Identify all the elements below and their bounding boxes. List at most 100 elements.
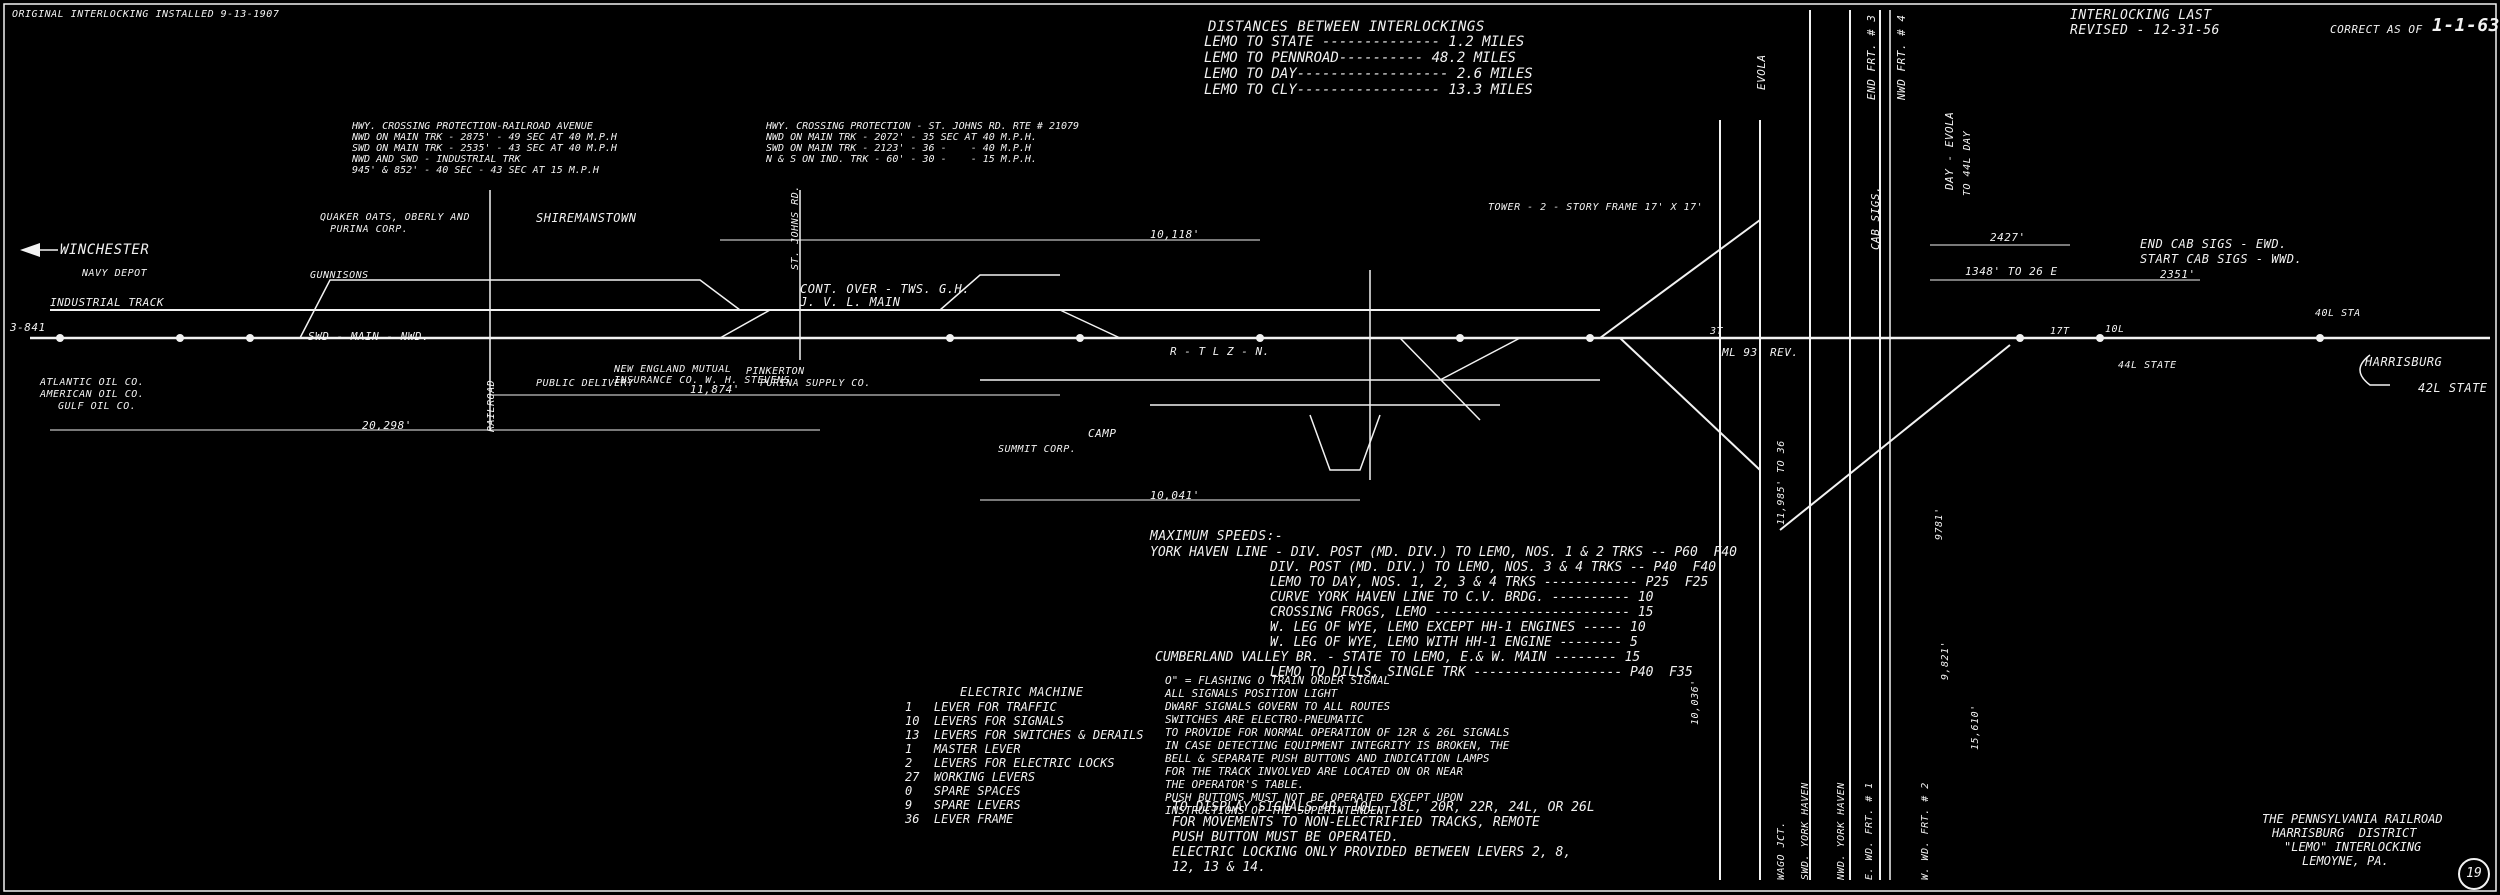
machine-row: 2 LEVERS FOR ELECTRIC LOCKS	[905, 756, 1115, 770]
locking-note-line2: 12, 13 & 14.	[1172, 860, 1266, 875]
place-name: LEMOYNE, PA.	[2302, 854, 2389, 868]
speed-row: CURVE YORK HAVEN LINE TO C.V. BRDG. ----…	[1270, 590, 1654, 605]
signal-mark	[1586, 334, 1594, 342]
harrisburg-loop	[2359, 354, 2390, 386]
rev-label: REV.	[1770, 346, 1799, 359]
nwd-york-haven-label: NWD. YORK HAVEN	[1836, 782, 1847, 880]
purina-label: PURINA CORP.	[330, 224, 409, 235]
interlocking-name: "LEMO" INTERLOCKING	[2284, 840, 2422, 854]
signal-mark	[1256, 334, 1264, 342]
end-cab-sigs-label: END CAB SIGS - EWD.	[2140, 237, 2287, 251]
original-install-note: ORIGINAL INTERLOCKING INSTALLED 9-13-190…	[12, 9, 280, 20]
dim-9821-label: 9,821'	[1940, 640, 1951, 680]
winchester-arrow-icon	[20, 243, 40, 257]
signal-18l-label: 10L	[2105, 324, 2125, 335]
distance-row: LEMO TO CLY----------------- 13.3 MILES	[1204, 82, 1533, 98]
crossing-row: NWD AND SWD - INDUSTRIAL TRK	[352, 154, 521, 165]
machine-row: 13 LEVERS FOR SWITCHES & DERAILS	[905, 728, 1144, 742]
new-england-mutual-label: NEW ENGLAND MUTUAL	[614, 364, 732, 375]
company-name: THE PENNSYLVANIA RAILROAD	[2262, 812, 2443, 826]
signal-notes: O" = FLASHING O TRAIN ORDER SIGNAL ALL S…	[1165, 674, 1509, 817]
note-row: ALL SIGNALS POSITION LIGHT	[1165, 687, 1338, 700]
distance-row: LEMO TO PENNROAD---------- 48.2 MILES	[1204, 50, 1516, 66]
signal-mark	[1456, 334, 1464, 342]
note-row: O" = FLASHING O TRAIN ORDER SIGNAL	[1165, 674, 1391, 687]
wago-jct-label: WAGO JCT.	[1776, 821, 1787, 880]
crossing-row: HWY. CROSSING PROTECTION - ST. JOHNS RD.…	[766, 121, 1080, 132]
branch-track-se-2	[1779, 344, 2011, 531]
crossover-1	[1399, 337, 1481, 421]
crossover-2	[1439, 337, 1521, 381]
dim-11985-label: 11,985' TO 36	[1776, 440, 1787, 525]
district-name: HARRISBURG DISTRICT	[2272, 826, 2417, 840]
branch-track-ne-1	[1599, 219, 1761, 339]
dim-15610-label: 15,610'	[1970, 704, 1981, 750]
electric-machine-list: 1 LEVER FOR TRAFFIC 10 LEVERS FOR SIGNAL…	[905, 700, 1143, 826]
industrial-track-label: INDUSTRIAL TRACK	[50, 296, 164, 309]
crossing-row: SWD ON MAIN TRK - 2123' - 36 - - 40 M.P.…	[766, 143, 1031, 154]
machine-row: 27 WORKING LEVERS	[905, 770, 1036, 784]
correct-as-of-date: 1-1-63	[2432, 15, 2500, 36]
end-frt-3-label: END FRT. # 3	[1865, 14, 1878, 100]
gulf-oil-label: GULF OIL CO.	[58, 401, 137, 412]
sheet-number: 19	[2458, 858, 2490, 890]
cab-sigs-label: CAB SIGS.	[1869, 185, 1882, 250]
swd-main-nwd-label: SWD - MAIN - NWD.	[308, 330, 430, 343]
signal-mark	[2096, 334, 2104, 342]
signal-mark	[2316, 334, 2324, 342]
display-note-line3: PUSH BUTTON MUST BE OPERATED.	[1172, 830, 1399, 845]
title-block: THE PENNSYLVANIA RAILROAD HARRISBURG DIS…	[2262, 812, 2443, 868]
branch-track-se-1	[1619, 337, 1761, 471]
signal-3t-label: 3T	[1710, 326, 1724, 337]
navy-depot-label: NAVY DEPOT	[82, 268, 148, 279]
note-row: BELL & SEPARATE PUSH BUTTONS AND INDICAT…	[1165, 752, 1490, 765]
industry-spur-2	[939, 274, 1060, 311]
machine-row: 10 LEVERS FOR SIGNALS	[905, 714, 1064, 728]
electric-locking-note: ELECTRIC LOCKING ONLY PROVIDED BETWEEN L…	[1172, 845, 1571, 875]
tower-label: TOWER - 2 - STORY FRAME 17' X 17'	[1488, 202, 1704, 213]
state-label: 42L STATE	[2418, 381, 2488, 395]
ewd-frt-1-label: E. WD. FRT. # 1	[1864, 782, 1875, 880]
note-row: THE OPERATOR'S TABLE.	[1165, 778, 1305, 791]
to-44l-day-label: TO 44L DAY	[1962, 130, 1973, 196]
dim-11874-label: 11,874'	[690, 383, 740, 396]
dim-2427-label: 2427'	[1990, 231, 2026, 244]
signal-mark	[246, 334, 254, 342]
crossover-4	[1059, 309, 1121, 339]
shiremanstown-label: SHIREMANSTOWN	[536, 211, 637, 225]
locking-note-line1: ELECTRIC LOCKING ONLY PROVIDED BETWEEN L…	[1172, 845, 1572, 860]
note-row: IN CASE DETECTING EQUIPMENT INTEGRITY IS…	[1165, 739, 1510, 752]
sheet-border	[3, 3, 2497, 892]
correct-as-of-label: CORRECT AS OF	[2330, 23, 2423, 36]
display-signals-note: TO DISPLAY SIGNALS 4R, 10L, 18L, 20R, 22…	[1172, 800, 1595, 845]
industry-spur-1	[299, 279, 741, 339]
note-row: TO PROVIDE FOR NORMAL OPERATION OF 12R &…	[1165, 726, 1510, 739]
crossing-row: 945' & 852' - 40 SEC - 43 SEC AT 15 M.P.…	[352, 165, 599, 176]
nwd-frt-4-label: NWD FRT. # 4	[1895, 14, 1908, 100]
wwd-frt-2-label: W. WD. FRT. # 2	[1920, 782, 1931, 880]
signal-marks	[56, 334, 2324, 342]
display-note-line1: TO DISPLAY SIGNALS 4R, 10L, 18L, 20R, 22…	[1172, 800, 1595, 815]
note-row: SWITCHES ARE ELECTRO-PNEUMATIC	[1165, 713, 1364, 726]
gunnisons-label: GUNNISONS	[310, 270, 369, 281]
max-speeds-title: MAXIMUM SPEEDS:-	[1150, 529, 1284, 544]
railroad-avenue-label: RAILROAD	[486, 379, 497, 432]
dim-20298-label: 20,298'	[362, 419, 412, 432]
machine-row: 1 LEVER FOR TRAFFIC	[905, 700, 1057, 714]
insurance-co-label: INSURANCE CO. W. H. STEVENS	[614, 375, 791, 386]
signal-mark	[56, 334, 64, 342]
crossover-3	[719, 309, 771, 339]
track-3841-label: 3-841	[10, 321, 46, 334]
display-note-line2: FOR MOVEMENTS TO NON-ELECTRIFIED TRACKS,…	[1172, 815, 1540, 830]
speed-row: LEMO TO DILLS, SINGLE TRK --------------…	[1270, 665, 1693, 680]
signal-44l-state-label: 44L STATE	[2118, 360, 2177, 371]
distance-row: LEMO TO DAY------------------ 2.6 MILES	[1204, 66, 1533, 82]
signal-mark	[1076, 334, 1084, 342]
summit-corp-label: SUMMIT CORP.	[998, 444, 1077, 455]
speed-row: W. LEG OF WYE, LEMO EXCEPT HH-1 ENGINES …	[1270, 620, 1646, 635]
crossing-row: SWD ON MAIN TRK - 2535' - 43 SEC AT 40 M…	[352, 143, 617, 154]
signal-mark	[2016, 334, 2024, 342]
crossing-row: NWD ON MAIN TRK - 2072' - 35 SEC AT 40 M…	[766, 132, 1037, 143]
